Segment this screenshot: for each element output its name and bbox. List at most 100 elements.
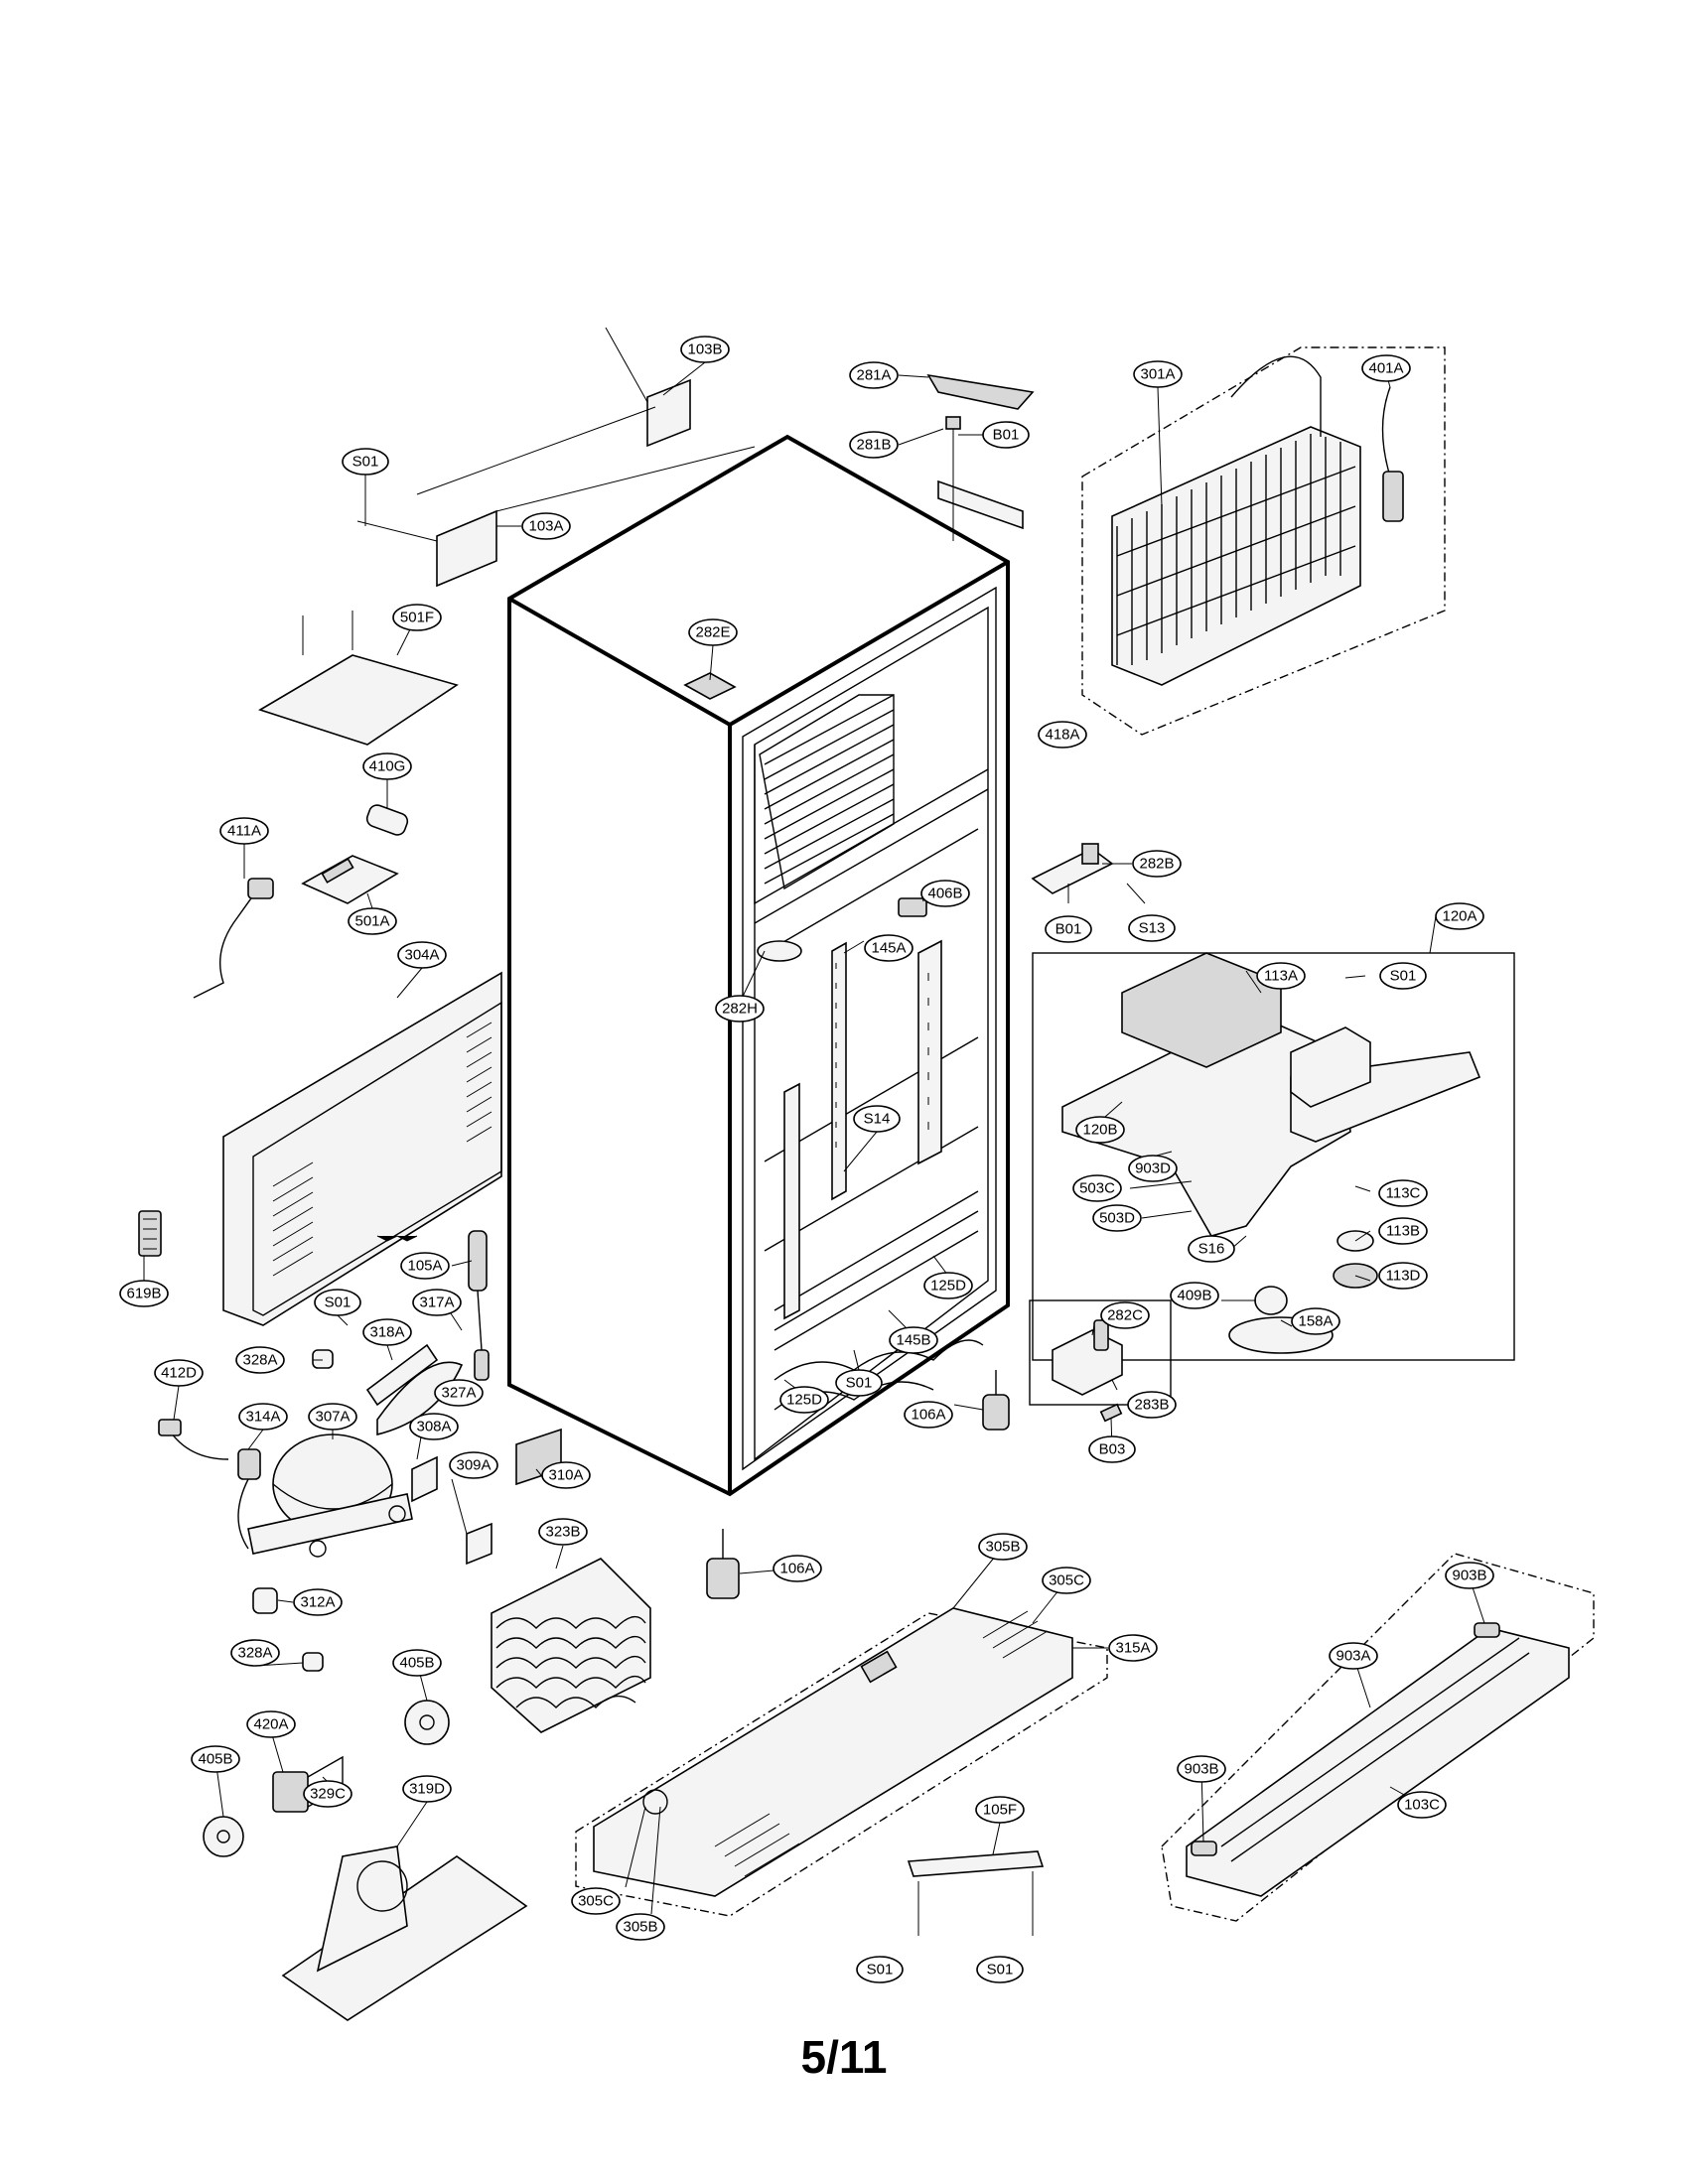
svg-text:310A: 310A [548,1467,583,1484]
callout-314a[interactable]: 314A [238,1403,288,1431]
callout-501f[interactable]: 501F [392,604,442,631]
callout-281a[interactable]: 281A [849,361,899,389]
callout-323b[interactable]: 323B [538,1518,588,1546]
svg-text:158A: 158A [1298,1313,1333,1330]
svg-text:319D: 319D [409,1781,445,1798]
callout-410g[interactable]: 410G [362,752,412,780]
callout-903b-top[interactable]: 903B [1445,1562,1494,1589]
callout-319d[interactable]: 319D [402,1775,452,1803]
callout-903b-left[interactable]: 903B [1177,1755,1226,1783]
svg-text:903B: 903B [1452,1568,1486,1584]
callout-312a[interactable]: 312A [293,1588,343,1616]
callout-305b-top[interactable]: 305B [978,1533,1028,1561]
callout-105a[interactable]: 105A [400,1252,450,1280]
svg-text:328A: 328A [242,1352,277,1369]
screw-b03 [1099,1403,1123,1423]
callout-113a[interactable]: 113A [1256,962,1306,990]
callout-317a[interactable]: 317A [412,1289,462,1316]
callout-283b[interactable]: 283B [1127,1391,1177,1419]
callout-113b[interactable]: 113B [1378,1217,1428,1245]
callout-418a[interactable]: 418A [1038,721,1087,749]
callout-501a[interactable]: 501A [348,907,397,935]
callout-315a[interactable]: 315A [1108,1634,1158,1662]
callout-s01-tray[interactable]: S01 [1379,962,1427,990]
callout-401a[interactable]: 401A [1361,354,1411,382]
callout-106a-bottom[interactable]: 106A [773,1555,822,1582]
callout-s01-top[interactable]: S01 [342,448,389,476]
callout-327a[interactable]: 327A [434,1379,484,1407]
svg-text:S01: S01 [1390,968,1417,985]
svg-text:305C: 305C [578,1893,614,1910]
callout-103c[interactable]: 103C [1397,1791,1447,1819]
callout-s14[interactable]: S14 [853,1105,901,1133]
callout-307a[interactable]: 307A [308,1403,357,1431]
svg-text:501F: 501F [400,610,434,626]
relay-cover-309a [466,1522,492,1566]
callout-145a[interactable]: 145A [864,934,914,962]
callout-305c-top[interactable]: 305C [1042,1567,1091,1594]
callout-113c[interactable]: 113C [1378,1179,1428,1207]
callout-405b-left[interactable]: 405B [191,1745,240,1773]
callout-b01-mid[interactable]: B01 [1045,915,1092,943]
svg-text:120A: 120A [1442,908,1477,925]
callout-282c[interactable]: 282C [1100,1301,1150,1329]
callout-301a[interactable]: 301A [1133,360,1183,388]
callout-281b[interactable]: 281B [849,431,899,459]
svg-text:125D: 125D [930,1278,966,1295]
ice-bin-113a [1290,1026,1371,1108]
callout-145b[interactable]: 145B [889,1326,938,1354]
callout-103a[interactable]: 103A [521,512,571,540]
callout-120b[interactable]: 120B [1075,1116,1125,1144]
lower-hinge-box [1029,1299,1172,1406]
callout-120a[interactable]: 120A [1435,902,1484,930]
callout-282e[interactable]: 282E [688,618,738,646]
callout-310a[interactable]: 310A [541,1461,591,1489]
callout-308a[interactable]: 308A [409,1413,459,1440]
svg-text:405B: 405B [399,1655,434,1672]
callout-503d[interactable]: 503D [1092,1204,1142,1232]
callout-s13[interactable]: S13 [1128,914,1176,942]
drier-318a [365,1343,439,1407]
svg-text:B01: B01 [993,427,1020,444]
svg-text:113A: 113A [1264,968,1298,985]
callout-406b[interactable]: 406B [920,880,970,907]
capillary-105a [468,1230,490,1381]
callout-328a-bottom[interactable]: 328A [230,1639,280,1667]
callout-305c-bottom[interactable]: 305C [571,1887,621,1915]
callout-125d-right[interactable]: 125D [923,1272,973,1299]
callout-158a[interactable]: 158A [1291,1307,1340,1335]
callout-420a[interactable]: 420A [246,1710,296,1738]
callout-328a-top[interactable]: 328A [235,1346,285,1374]
callout-503c[interactable]: 503C [1072,1174,1122,1202]
svg-text:315A: 315A [1115,1640,1150,1657]
svg-text:501A: 501A [354,913,389,930]
callout-412d[interactable]: 412D [154,1359,204,1387]
callout-309a[interactable]: 309A [449,1451,498,1479]
callout-s01-left[interactable]: S01 [856,1956,904,1983]
callout-s01-right[interactable]: S01 [976,1956,1024,1983]
callout-903d[interactable]: 903D [1128,1155,1178,1182]
callout-s16[interactable]: S16 [1188,1235,1235,1263]
callout-903a[interactable]: 903A [1329,1642,1378,1670]
callout-411a[interactable]: 411A [219,817,269,845]
callout-304a[interactable]: 304A [397,941,447,969]
callout-125d-left[interactable]: 125D [779,1386,829,1414]
callout-282b[interactable]: 282B [1132,850,1182,878]
callout-305b-bottom[interactable]: 305B [616,1913,665,1941]
callout-329c[interactable]: 329C [303,1780,352,1808]
callout-405b-right[interactable]: 405B [392,1649,442,1677]
hinge-cover-282e [683,672,737,700]
callout-318a[interactable]: 318A [362,1318,412,1346]
callout-b01-top[interactable]: B01 [982,421,1030,449]
callout-103b[interactable]: 103B [680,336,730,363]
callout-113d[interactable]: 113D [1378,1262,1428,1290]
callout-282h[interactable]: 282H [715,995,765,1023]
callout-106a-right[interactable]: 106A [904,1401,953,1429]
callout-s01-mid[interactable]: S01 [835,1369,883,1397]
callout-619b[interactable]: 619B [119,1280,169,1307]
callout-b03[interactable]: B03 [1088,1435,1136,1463]
callout-409b[interactable]: 409B [1170,1282,1219,1309]
callout-105f[interactable]: 105F [975,1796,1025,1824]
svg-text:282C: 282C [1107,1307,1143,1324]
callout-s01-comp[interactable]: S01 [314,1289,361,1316]
